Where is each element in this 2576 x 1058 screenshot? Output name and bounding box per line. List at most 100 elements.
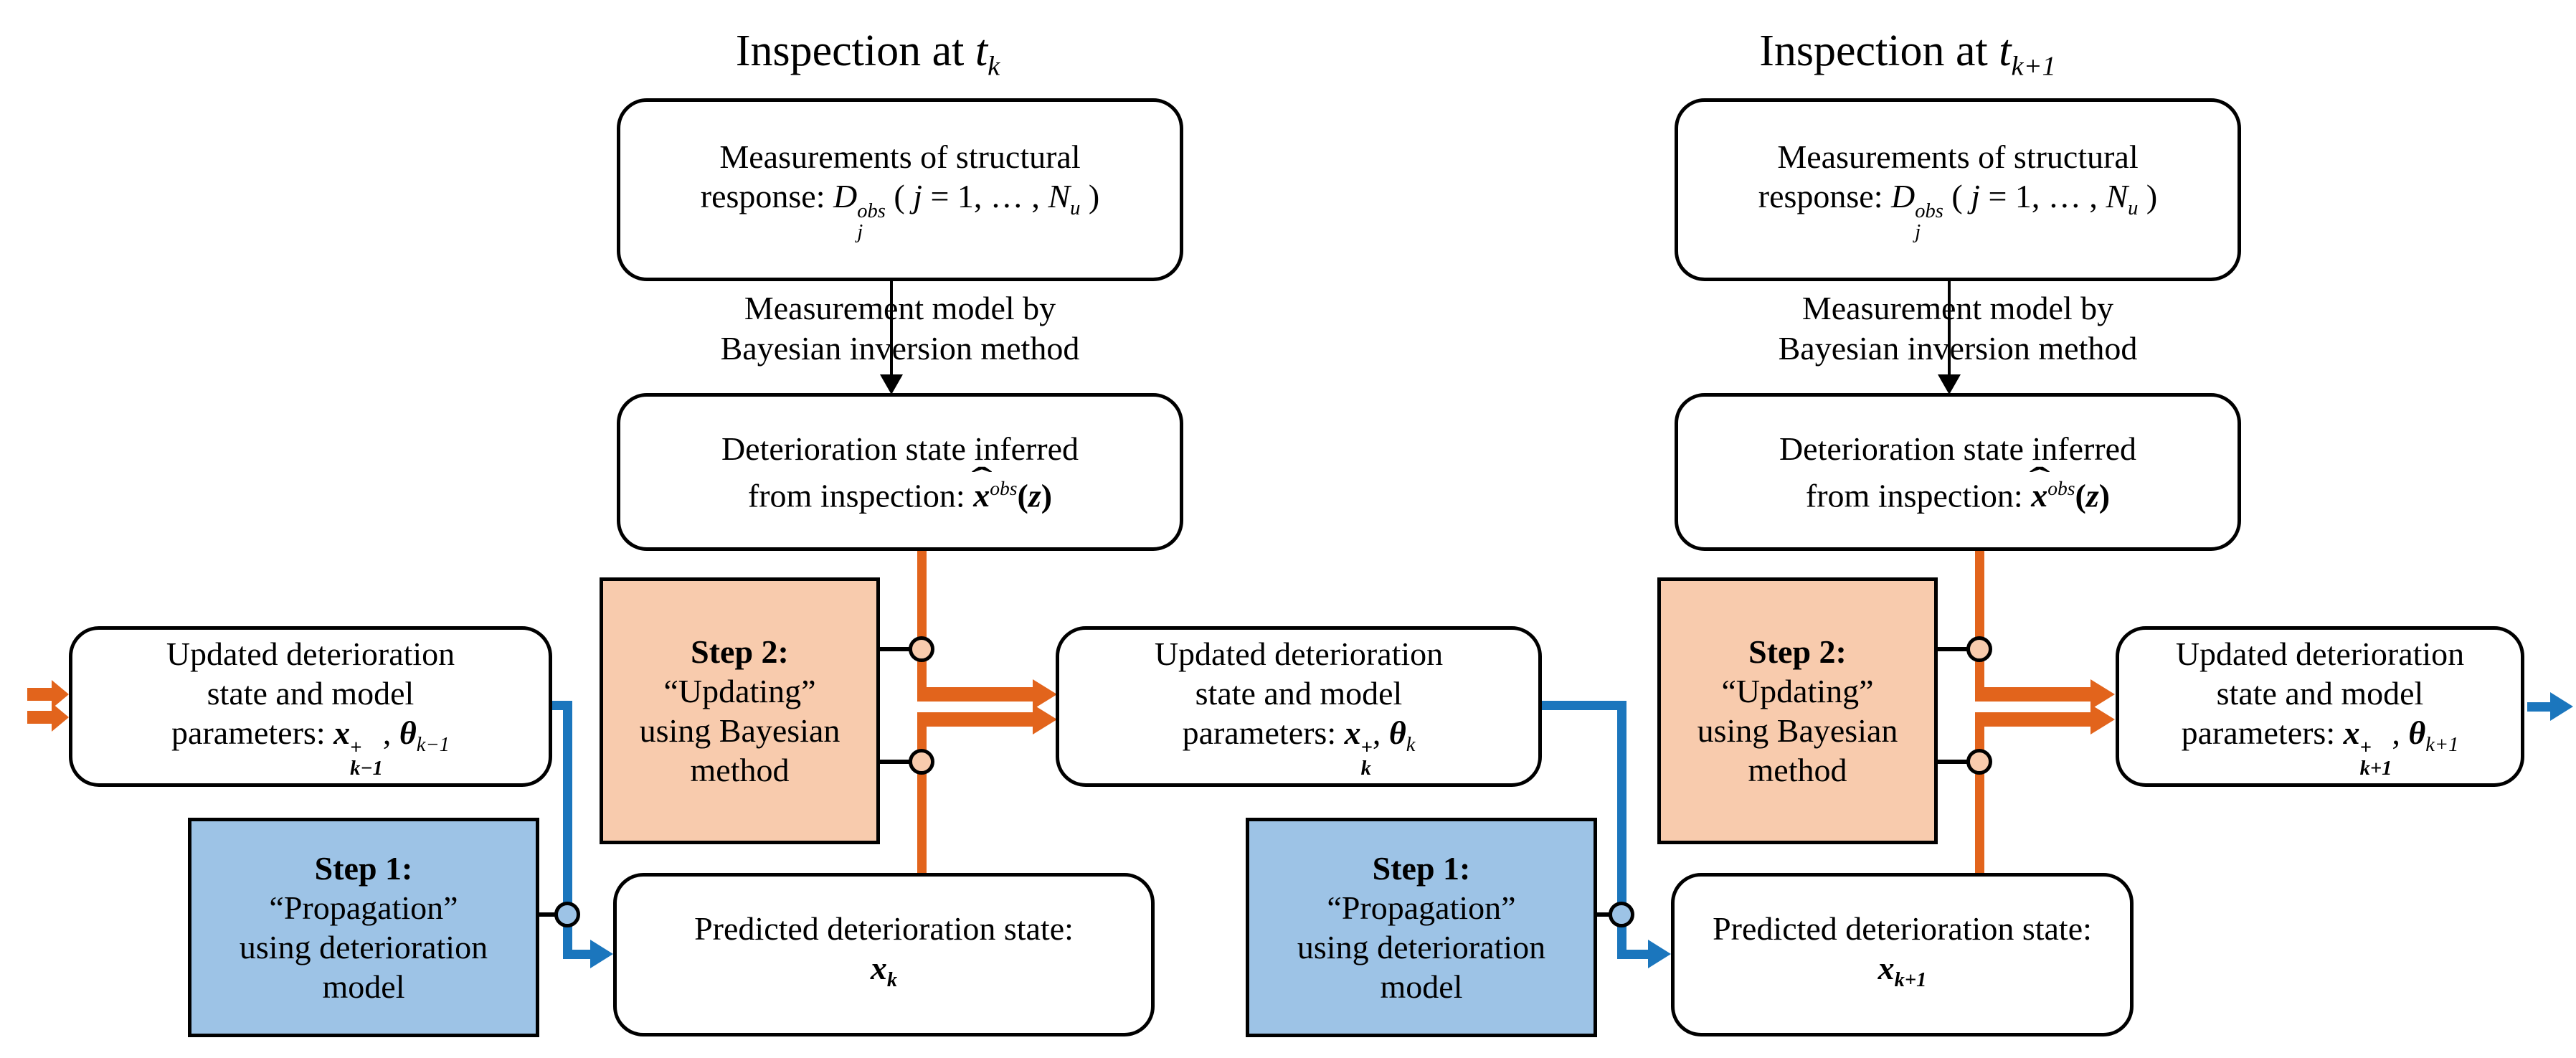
updated-k-params-label: parameters: <box>1182 714 1345 751</box>
measurement-model-label-line1-left: Measurement model by <box>744 290 1056 326</box>
step2-box-left: Step 2: “Updating” using Bayesian method <box>600 577 880 844</box>
orange-inference-line-right <box>1975 551 1984 702</box>
updated-k1-x-var: x <box>2343 714 2360 751</box>
updated-prev-line2: state and model <box>207 674 415 712</box>
orange-update-arrow2-shaft-left <box>917 712 1033 727</box>
updated-k-line1: Updated deterioration <box>1154 635 1444 672</box>
updated-k1-line3: parameters: x+k+1, θk+1 <box>2182 713 2459 779</box>
n-sub-left: u <box>1070 197 1081 219</box>
updated-prev-theta-sub: k−1 <box>416 733 450 756</box>
outgoing-blue-arrow-shaft <box>2527 702 2552 712</box>
paren-close-right: ) <box>2138 177 2158 214</box>
measurement-model-label-right: Measurement model by Bayesian inversion … <box>1667 288 2248 369</box>
d-sup-left: obs <box>857 200 886 223</box>
blue-propagation-h2-left <box>563 950 592 959</box>
step2-connector-stub-bottom-right <box>1938 760 1969 764</box>
step1-node-left <box>554 902 580 927</box>
predicted-k1-line1: Predicted deterioration state: <box>1713 910 2092 948</box>
inspection-title-left: Inspection at tk <box>567 26 1169 82</box>
updated-k1-theta-var: θ <box>2408 714 2426 751</box>
equals-left: = 1, … , <box>922 177 1048 214</box>
x-hat-var-left: x <box>973 477 990 514</box>
measurements-line1-left: Measurements of structural <box>719 138 1081 175</box>
z-paren-close-right: ) <box>2098 477 2111 514</box>
updated-k-x-var: x <box>1344 714 1361 751</box>
predicted-k1-x-sub: k+1 <box>1894 969 1927 992</box>
updated-k-x-sub: k <box>1360 757 1371 780</box>
measurements-response-label-right: response: <box>1758 177 1892 214</box>
inspection-time-var-left: t <box>975 27 988 75</box>
paren-close-left: ) <box>1080 177 1100 214</box>
orange-update-arrow1-shaft-left <box>917 687 1033 702</box>
step1-title-right: Step 1: <box>1372 850 1471 887</box>
inspection-time-var-right: t <box>1999 27 2012 75</box>
updated-prev-x-sup: + <box>350 737 362 760</box>
z-paren-open-left: ( <box>1017 477 1028 514</box>
orange-update-arrow2-head-left <box>1033 704 1059 735</box>
inspection-title-text-right: Inspection at <box>1759 27 1999 75</box>
step2-title-left: Step 2: <box>691 633 789 670</box>
predicted-k1-formula: xk+1 <box>1878 948 1927 1000</box>
blue-propagation-v-left <box>563 701 572 959</box>
outgoing-blue-arrow-head <box>2550 692 2575 721</box>
updated-prev-line3: parameters: x+k−1, θk−1 <box>171 713 450 779</box>
updated-k-x-sup: + <box>1360 737 1373 760</box>
updated-state-box-k: Updated deterioration state and model pa… <box>1056 626 1542 787</box>
predicted-state-box-k: Predicted deterioration state: xk <box>613 873 1155 1036</box>
step2-line4-right: method <box>1748 752 1847 788</box>
inferred-prefix-right: from inspection: <box>1805 477 2032 514</box>
blue-propagation-arrowhead-left <box>590 940 615 968</box>
updated-state-box-k-plus-1: Updated deterioration state and model pa… <box>2116 626 2524 787</box>
updated-k1-x-sup: + <box>2359 737 2372 760</box>
updated-k1-theta-sub: k+1 <box>2425 733 2459 756</box>
n-var-left: N <box>1048 177 1071 214</box>
step2-line3-left: using Bayesian <box>639 712 840 749</box>
predicted-k-formula: xk <box>871 948 897 1000</box>
step1-line2-left: “Propagation” <box>269 889 458 926</box>
measurement-model-label-line2-left: Bayesian inversion method <box>720 330 1080 367</box>
updated-prev-x-sub: k−1 <box>350 757 383 780</box>
d-var-right: D <box>1891 177 1916 214</box>
updated-prev-x-var: x <box>333 714 351 751</box>
hat-glyph-right: ˆ <box>2029 460 2050 498</box>
step1-title-left: Step 1: <box>314 850 413 887</box>
inferred-line1-right: Deterioration state inferred <box>1779 430 2137 467</box>
x-hat-var-right: x <box>2031 477 2048 514</box>
measurement-model-label-line2-right: Bayesian inversion method <box>1778 330 2138 367</box>
updated-k1-x-sub: k+1 <box>2359 757 2392 780</box>
orange-update-arrow2-shaft-right <box>1975 712 2090 727</box>
inspection-time-sub-left: k <box>988 51 1000 82</box>
step1-connector-stub-left <box>539 912 557 917</box>
step2-line2-right: “Updating” <box>1721 673 1874 709</box>
updated-k-theta-var: θ <box>1388 714 1406 751</box>
step1-line4-right: model <box>1380 968 1463 1005</box>
inspection-time-sub-right: k+1 <box>2011 51 2056 82</box>
predicted-k-line1: Predicted deterioration state: <box>694 910 1074 948</box>
step2-node-top-left <box>909 636 934 662</box>
predicted-state-box-k-plus-1: Predicted deterioration state: xk+1 <box>1671 873 2134 1036</box>
incoming-update-arrow2-head <box>52 703 71 732</box>
inferred-state-box-right: Deterioration state inferred from inspec… <box>1675 393 2241 551</box>
measurements-line1-right: Measurements of structural <box>1777 138 2139 175</box>
measurement-model-label-left: Measurement model by Bayesian inversion … <box>610 288 1190 369</box>
step2-title-right: Step 2: <box>1748 633 1847 670</box>
d-sub-left: j <box>857 221 863 244</box>
measurement-model-label-line1-right: Measurement model by <box>1801 290 2114 326</box>
inferred-state-box-left: Deterioration state inferred from inspec… <box>617 393 1183 551</box>
blue-propagation-arrowhead-right <box>1648 940 1673 968</box>
updated-k1-line1: Updated deterioration <box>2175 635 2465 672</box>
incoming-update-arrow2-shaft <box>27 711 53 724</box>
blue-propagation-h2-right <box>1617 950 1649 959</box>
step1-node-right <box>1609 902 1634 927</box>
updated-k-comma: , <box>1372 714 1389 751</box>
inferred-line1-left: Deterioration state inferred <box>721 430 1079 467</box>
step2-line4-left: method <box>690 752 790 788</box>
orange-update-arrow2-head-right <box>2090 704 2117 735</box>
d-var-left: D <box>833 177 858 214</box>
